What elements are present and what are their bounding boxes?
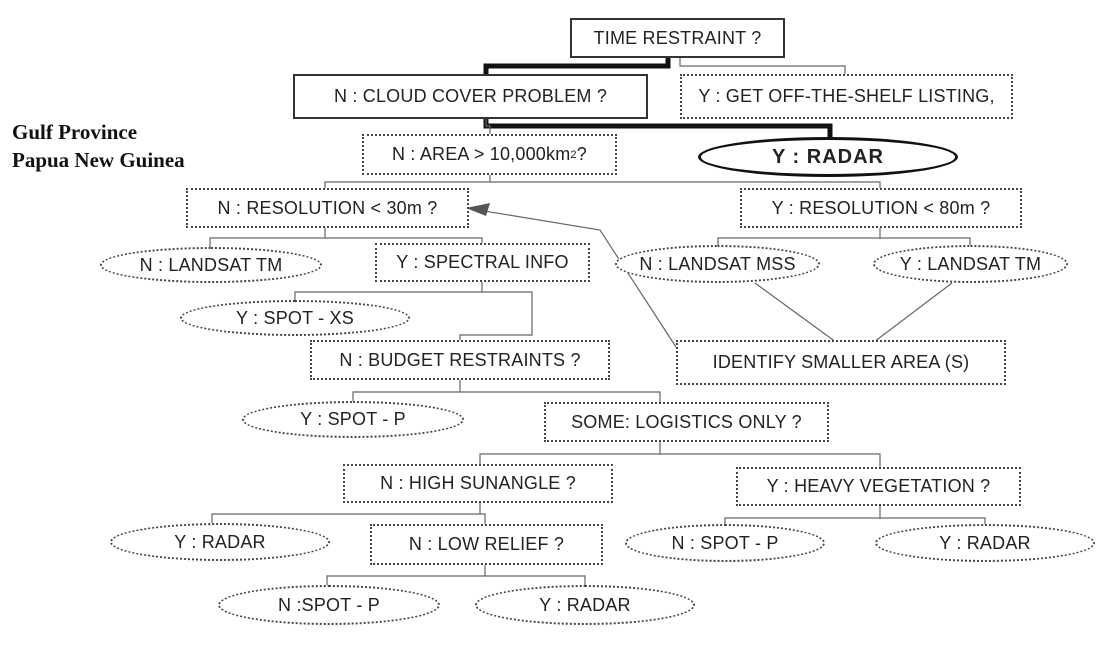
node-logistics: SOME: LOGISTICS ONLY ? [544, 402, 829, 442]
area-suffix: ? [576, 144, 587, 164]
area-text: N : AREA > 10,000km [392, 144, 571, 164]
node-resolution-30m: N : RESOLUTION < 30m ? [186, 188, 469, 228]
node-heavy-vegetation: Y : HEAVY VEGETATION ? [736, 467, 1021, 506]
node-landsat-mss: N : LANDSAT MSS [615, 245, 820, 283]
node-spot-p-n-1: N : SPOT - P [625, 524, 825, 562]
node-off-the-shelf: Y : GET OFF-THE-SHELF LISTING, [680, 74, 1013, 119]
node-spot-xs: Y : SPOT - XS [180, 300, 410, 336]
node-spectral-info: Y : SPECTRAL INFO [375, 243, 590, 282]
node-time-restraint: TIME RESTRAINT ? [570, 18, 785, 58]
node-high-sunangle: N : HIGH SUNANGLE ? [343, 464, 613, 503]
title-line-1: Gulf Province [12, 120, 138, 144]
node-landsat-tm-n: N : LANDSAT TM [100, 247, 322, 283]
node-radar-y-1: Y : RADAR [110, 523, 330, 561]
node-radar-main: Y : RADAR [698, 137, 958, 177]
area-superscript: 2 [570, 148, 577, 161]
node-budget-restraints: N : BUDGET RESTRAINTS ? [310, 340, 610, 380]
node-cloud-cover: N : CLOUD COVER PROBLEM ? [293, 74, 648, 119]
thin-connectors [209, 58, 986, 585]
arrow-head [466, 203, 490, 216]
node-identify-smaller-area: IDENTIFY SMALLER AREA (S) [676, 340, 1006, 385]
node-spot-p-y: Y : SPOT - P [242, 401, 464, 438]
title-line-2: Papua New Guinea [12, 148, 185, 172]
node-spot-p-n-2: N :SPOT - P [218, 585, 440, 625]
node-radar-y-2: Y : RADAR [875, 524, 1095, 562]
node-radar-y-3: Y : RADAR [475, 585, 695, 625]
node-landsat-tm-y: Y : LANDSAT TM [873, 245, 1068, 283]
node-resolution-80m: Y : RESOLUTION < 80m ? [740, 188, 1022, 228]
node-low-relief: N : LOW RELIEF ? [370, 524, 603, 565]
